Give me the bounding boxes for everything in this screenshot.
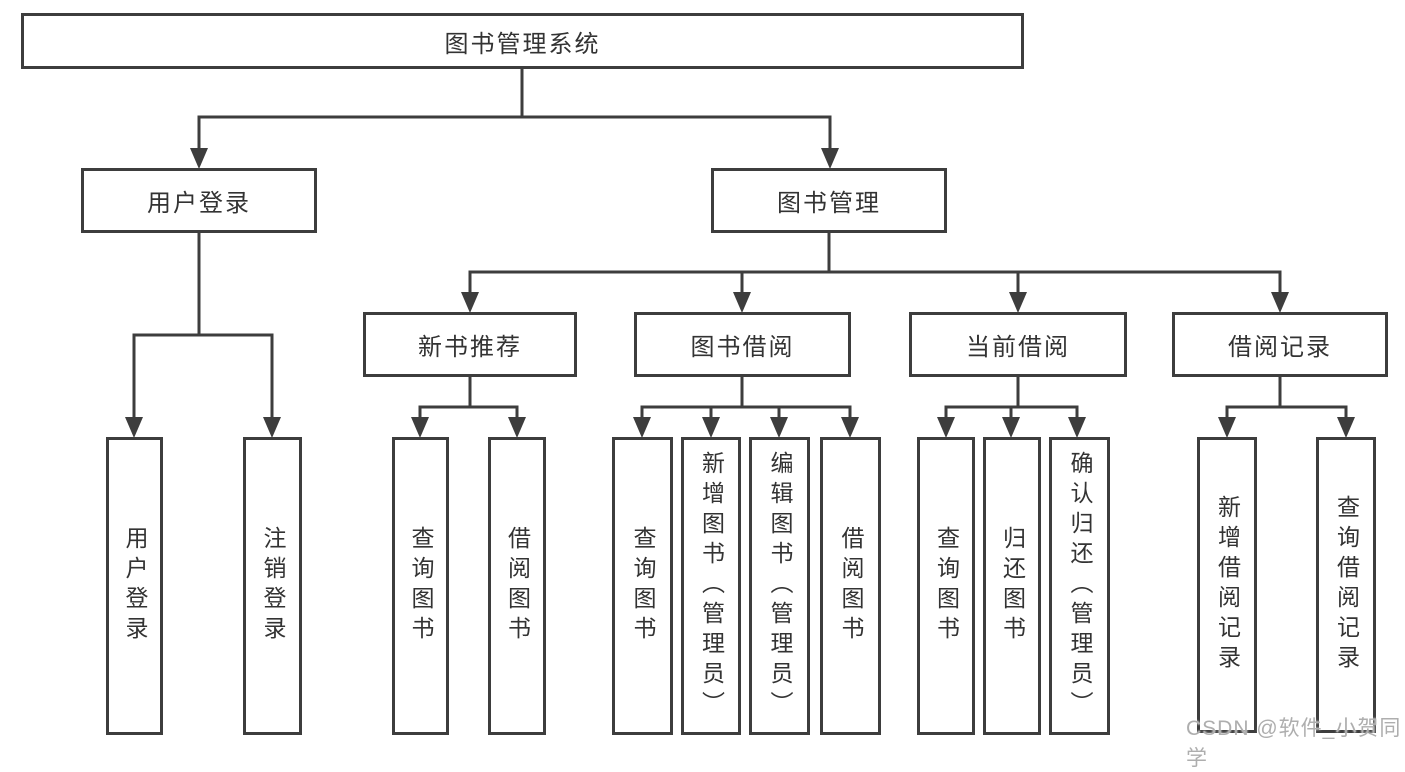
leaf-query-book-recommend: 查询图书 <box>392 437 449 735</box>
node-label: 查询图书 <box>408 526 434 646</box>
node-label: 图书借阅 <box>690 334 795 361</box>
node-label: 借阅图书 <box>838 526 864 646</box>
node-current-borrow: 当前借阅 <box>909 312 1127 377</box>
leaf-query-book-current: 查询图书 <box>917 437 975 735</box>
node-new-book-recommend: 新书推荐 <box>363 312 577 377</box>
node-book-borrow: 图书借阅 <box>634 312 851 377</box>
node-label: 图书管理 <box>777 190 881 217</box>
leaf-confirm-return-admin: 确认归还（管理员） <box>1049 437 1110 735</box>
library-system-structure-diagram: 图书管理系统 用户登录 图书管理 新书推荐 图书借阅 当前借阅 借阅记录 用户登… <box>21 13 1400 770</box>
node-label: 确认归还（管理员） <box>1067 451 1093 721</box>
node-label: 借阅图书 <box>504 526 531 646</box>
node-label: 查询图书 <box>630 526 656 646</box>
node-label: 用户登录 <box>147 190 251 217</box>
leaf-query-book-borrow: 查询图书 <box>612 437 673 735</box>
leaf-add-borrow-record: 新增借阅记录 <box>1197 437 1257 733</box>
leaf-user-login: 用户登录 <box>106 437 163 735</box>
node-label: 查询图书 <box>933 526 960 646</box>
leaf-query-borrow-record: 查询借阅记录 <box>1316 437 1376 733</box>
node-user-login: 用户登录 <box>81 168 317 233</box>
node-root-library-system: 图书管理系统 <box>21 13 1024 69</box>
csdn-watermark: CSDN @软件_小贺同学 <box>1186 717 1402 770</box>
node-label: 注销登录 <box>260 526 286 646</box>
arrowhead-icons <box>125 148 1355 438</box>
connector-lines <box>125 69 1355 438</box>
node-borrow-records: 借阅记录 <box>1172 312 1388 377</box>
leaf-edit-book-admin: 编辑图书（管理员） <box>749 437 810 735</box>
node-label: 借阅记录 <box>1228 334 1332 361</box>
node-label: 编辑图书（管理员） <box>767 451 793 721</box>
node-label: 新增图书（管理员） <box>698 451 725 721</box>
node-label: 当前借阅 <box>966 334 1070 361</box>
leaf-borrow-book-recommend: 借阅图书 <box>488 437 546 735</box>
leaf-borrow-book: 借阅图书 <box>820 437 881 735</box>
node-label: 新书推荐 <box>418 334 522 361</box>
node-label: 图书管理系统 <box>444 30 601 58</box>
node-label: 用户登录 <box>122 526 148 646</box>
leaf-return-book: 归还图书 <box>983 437 1041 735</box>
node-label: 新增借阅记录 <box>1214 495 1241 675</box>
node-book-management: 图书管理 <box>711 168 947 233</box>
leaf-add-book-admin: 新增图书（管理员） <box>681 437 741 735</box>
node-label: 归还图书 <box>999 526 1026 646</box>
leaf-logout: 注销登录 <box>243 437 302 735</box>
node-label: 查询借阅记录 <box>1333 495 1360 675</box>
